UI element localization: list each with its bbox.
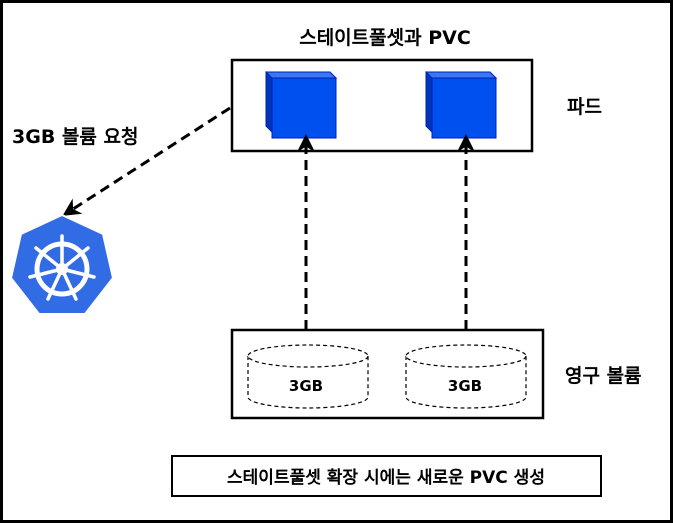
pod-cube-icon [424,71,498,139]
volume-size-label: 3GB [289,377,323,395]
diagram-title: 스테이트풀셋과 PVC [299,27,471,49]
note-text: 스테이트풀셋 확장 시에는 새로운 PVC 생성 [227,468,545,488]
note-box [171,455,602,497]
volume-request-label: 3GB 볼륨 요청 [12,126,138,148]
disk-cylinder-icon [247,344,369,409]
persistent-volumes-label: 영구 볼륨 [565,365,642,387]
pods-label: 파드 [567,96,602,118]
pod-cube-icon [264,71,338,139]
disk-cylinder-icon [405,344,527,409]
volume-size-label: 3GB [448,377,482,395]
kubernetes-logo-icon [10,214,114,315]
